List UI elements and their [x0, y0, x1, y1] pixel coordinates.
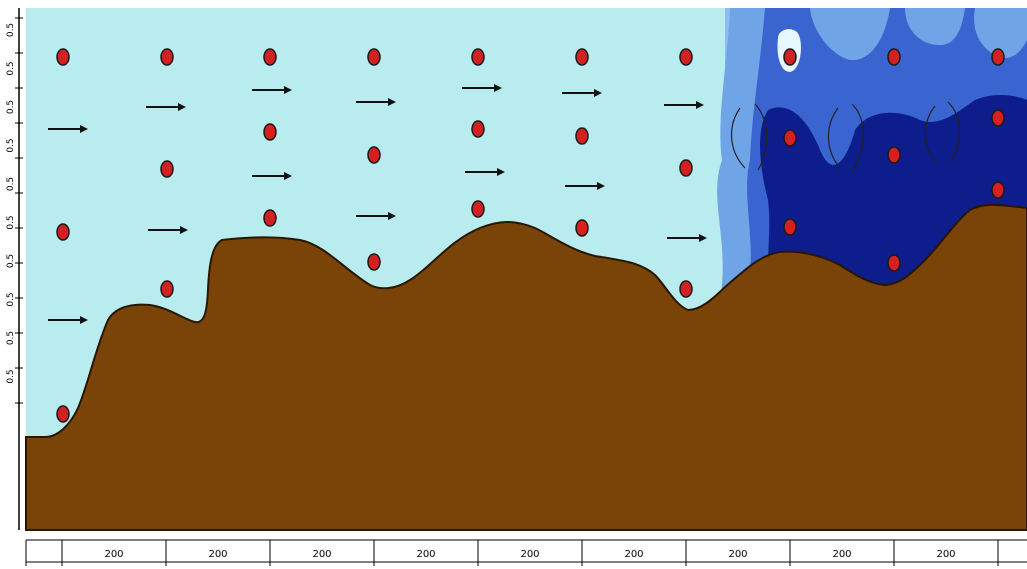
right-arrow-head [696, 101, 704, 109]
horizontal-scale-label: 200 [104, 549, 123, 560]
vertical-scale-label: 0.5 [6, 177, 16, 191]
horizontal-scale-label: 200 [728, 549, 747, 560]
circular-eddy-icon [730, 101, 960, 173]
vertical-scale-label: 0.5 [6, 138, 16, 152]
right-arrow-head [497, 168, 505, 176]
right-arrow-head [388, 98, 396, 106]
ground-profile [25, 203, 1027, 531]
vertical-scale-label: 0.5 [6, 23, 16, 37]
vertical-scale-label: 0.5 [6, 331, 16, 345]
right-arrow-head [80, 125, 88, 133]
red-dot-icon [160, 48, 174, 66]
right-arrow-head [699, 234, 707, 242]
red-dot-icon [367, 253, 381, 271]
horizontal-scale-label: 200 [416, 549, 435, 560]
vertical-scale-label: 0.5 [6, 215, 16, 229]
vertical-ticks: 0.5 0.5 0.5 0.5 0.5 0.5 0.5 0.5 0.5 0.5 [6, 17, 23, 404]
horizontal-scale-label: 200 [208, 549, 227, 560]
red-dot-icon [991, 48, 1005, 66]
vertical-scale-label: 0.5 [6, 100, 16, 114]
red-dot-icon [471, 120, 485, 138]
horizontal-scale-label: 200 [520, 549, 539, 560]
red-dot-icon [575, 48, 589, 66]
red-dot-icon [783, 48, 797, 66]
horizontal-scale-label: 200 [312, 549, 331, 560]
right-arrow-head [494, 84, 502, 92]
horizontal-scale-label: 200 [624, 549, 643, 560]
right-arrow-head [594, 89, 602, 97]
red-dot-icon [367, 146, 381, 164]
red-dot-icon [887, 254, 901, 272]
red-dot-icon [783, 218, 797, 236]
water-pocket-light [810, 8, 890, 61]
red-dot-icon [679, 48, 693, 66]
red-dot-icon [887, 48, 901, 66]
vertical-scale-label: 0.5 [6, 292, 16, 306]
red-dot-icon [56, 223, 70, 241]
right-arrow-head [597, 182, 605, 190]
sample-points [56, 48, 1005, 423]
red-dot-icon [56, 48, 70, 66]
right-arrow-head [180, 226, 188, 234]
horizontal-scale-label: 200 [832, 549, 851, 560]
red-dot-icon [991, 109, 1005, 127]
red-dot-icon [679, 280, 693, 298]
red-dot-icon [471, 48, 485, 66]
red-dot-icon [263, 209, 277, 227]
vertical-scale-label: 0.5 [6, 369, 16, 383]
red-dot-icon [56, 405, 70, 423]
red-dot-icon [160, 280, 174, 298]
right-arrow-head [284, 86, 292, 94]
red-dot-icon [263, 123, 277, 141]
horizontal-ticks: 200 200 200 200 200 200 200 200 200 [25, 540, 999, 566]
red-dot-icon [575, 127, 589, 145]
red-dot-icon [367, 48, 381, 66]
water-pocket-light-2 [905, 8, 965, 45]
vertical-scale-label: 0.5 [6, 254, 16, 268]
horizontal-scale-label: 200 [936, 549, 955, 560]
right-arrow-head [388, 212, 396, 220]
right-arrow-head [80, 316, 88, 324]
red-dot-icon [783, 129, 797, 147]
red-dot-icon [160, 160, 174, 178]
right-arrow-head [284, 172, 292, 180]
red-dot-icon [471, 200, 485, 218]
red-dot-icon [991, 181, 1005, 199]
flow-arrows [48, 84, 707, 324]
right-arrow-head [178, 103, 186, 111]
water-pocket-light-3 [974, 8, 1027, 58]
red-dot-icon [575, 219, 589, 237]
red-dot-icon [679, 159, 693, 177]
red-dot-icon [887, 146, 901, 164]
red-dot-icon [263, 48, 277, 66]
vertical-scale-label: 0.5 [6, 61, 16, 75]
